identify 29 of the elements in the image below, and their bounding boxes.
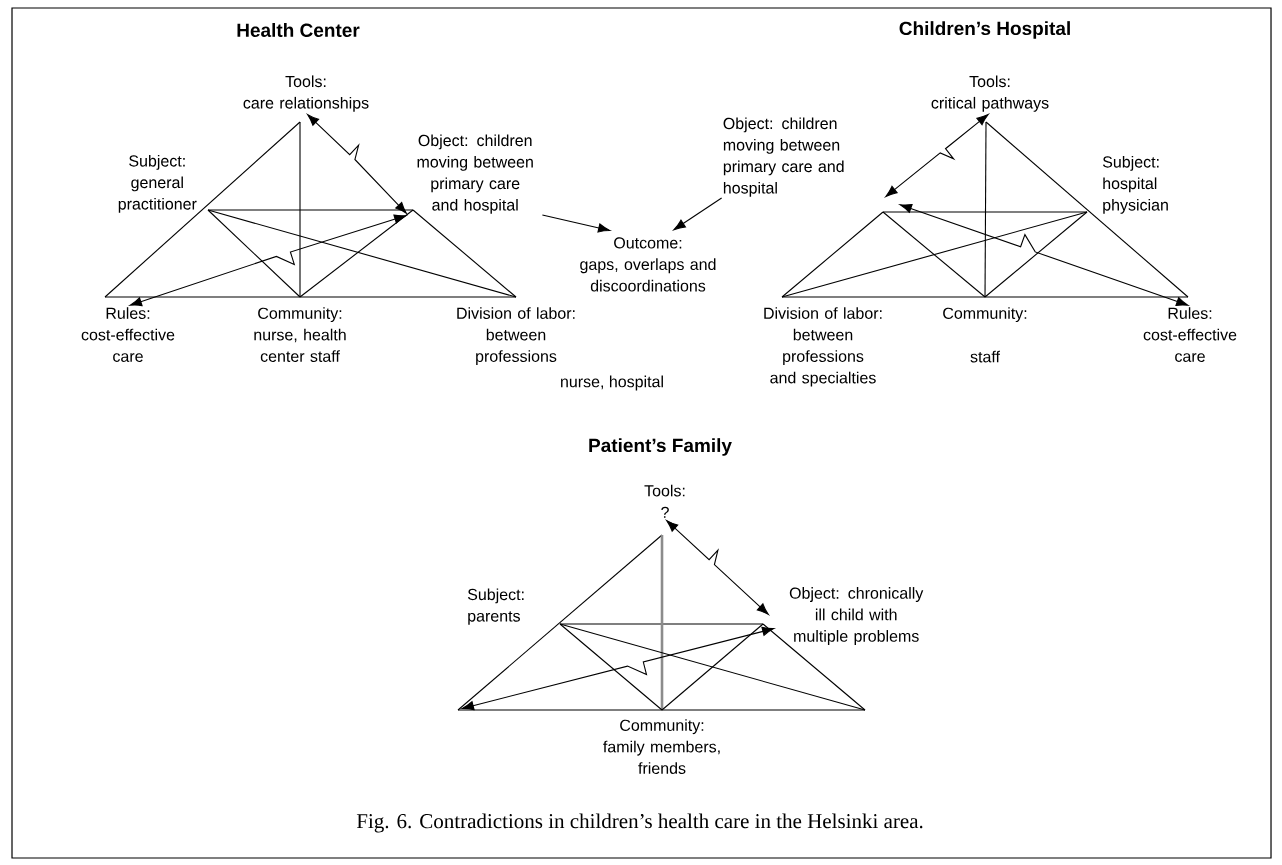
contradiction-arrow bbox=[461, 626, 775, 711]
vertex-label: Division of labor: between professions and specialties bbox=[764, 307, 882, 387]
vertex-label: Rules: cost-effective care bbox=[1143, 307, 1237, 362]
system-heading: Children’s Hospital bbox=[899, 21, 1070, 39]
vertex-label: Community: staff bbox=[943, 307, 1027, 363]
vertex-label: Community: family members, friends bbox=[603, 719, 720, 774]
vertex-label: Tools: critical pathways bbox=[931, 75, 1049, 112]
vertex-label: Tools: care relationships bbox=[243, 75, 369, 112]
contradiction-arrow bbox=[129, 214, 407, 307]
contradiction-arrow bbox=[899, 204, 1189, 306]
contradiction-arrow bbox=[885, 113, 989, 198]
vertex-label: nurse, hospital bbox=[561, 375, 663, 391]
contradiction-arrow bbox=[307, 114, 407, 214]
system-heading: Patient’s Family bbox=[589, 438, 732, 456]
vertex-label: Subject: general practitioner bbox=[118, 154, 197, 213]
system-heading: Health Center bbox=[237, 23, 360, 37]
contradiction-arrow bbox=[666, 520, 769, 615]
vertex-label: Rules: cost-effective care bbox=[81, 307, 175, 362]
figure-caption: Fig. 6. Contradictions in children’s health care in the Helsinki area. bbox=[356, 813, 923, 833]
arrow bbox=[673, 197, 723, 231]
vertex-label: Object: chronically ill child with multiple problems bbox=[789, 587, 924, 645]
vertex-label: Subject: hospital physician bbox=[1102, 155, 1168, 214]
vertex-label: Object: children moving between primary care and hospital bbox=[723, 117, 844, 197]
vertex-label: Subject: parents bbox=[467, 588, 524, 625]
arrow bbox=[541, 214, 611, 233]
vertex-label: Object: children moving between primary care and hospital bbox=[417, 134, 533, 214]
vertex-label: Outcome: gaps, overlaps and discoordinations bbox=[580, 237, 716, 292]
vertex-label: Tools: ? bbox=[644, 484, 685, 518]
vertex-label: Community: nurse, health center staff bbox=[254, 307, 346, 362]
